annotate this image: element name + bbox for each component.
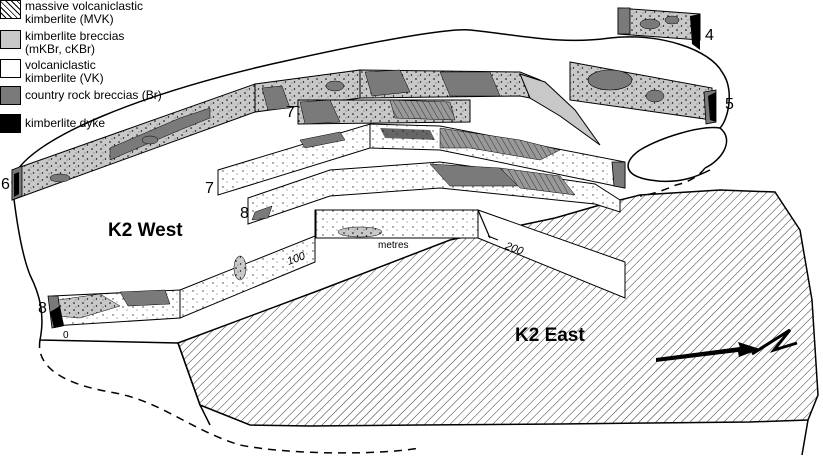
k2-boundary-east-edge: [801, 419, 809, 456]
legend-item-kbr: kimberlite breccias(mKBr, cKBr): [0, 30, 124, 56]
pipe-outline-east-dashed: [639, 167, 706, 197]
pipe-outline-west: [11, 29, 730, 183]
section-7-dyke: [611, 161, 626, 189]
legend-item-dyke: kimberlite dyke: [0, 114, 105, 133]
scale-unit-label: metres: [378, 240, 409, 251]
section-number-5: 5: [725, 96, 734, 113]
legend-swatch-dark-grey: [0, 86, 21, 105]
section-8-lower-strip-right: [477, 209, 626, 299]
legend-swatch-black: [0, 114, 21, 133]
legend-item-br: country rock breccias (Br): [0, 86, 162, 105]
north-arrow-icon: [656, 328, 798, 362]
pipe-outline-east-top: [704, 127, 728, 169]
section-4-country-rock: [617, 7, 631, 35]
section-6-lens: [519, 73, 601, 146]
section-number-8-lower: 8: [38, 300, 47, 317]
k2-boundary-line: [177, 342, 211, 426]
pipe-outline-south: [11, 181, 179, 344]
region-label-k2-east: K2 East: [515, 325, 585, 346]
k2-east-mvk-region: [177, 189, 819, 427]
legend-swatch-hatch: [0, 0, 21, 19]
section-number-7-lower: 7: [205, 180, 214, 197]
section-number-8-upper: 8: [240, 205, 249, 222]
legend-swatch-light-grey: [0, 30, 21, 49]
legend-swatch-white: [0, 59, 21, 78]
section-number-4: 4: [705, 27, 714, 44]
legend-label: country rock breccias (Br): [25, 88, 162, 102]
section-number-6: 6: [1, 176, 10, 193]
scale-tick-0: 0: [63, 330, 69, 341]
section-8-lower-strip-mid: [179, 235, 316, 319]
section-4-dyke: [690, 14, 700, 50]
section-5-strip: [569, 61, 713, 121]
region-label-k2-west: K2 West: [108, 220, 183, 241]
legend-label: kimberlite dyke: [25, 116, 106, 130]
legend-label: kimberlite breccias(mKBr, cKBr): [25, 29, 125, 56]
pipe-outline-dashed: [38, 339, 421, 454]
section-number-7-upper: 7: [286, 104, 295, 121]
